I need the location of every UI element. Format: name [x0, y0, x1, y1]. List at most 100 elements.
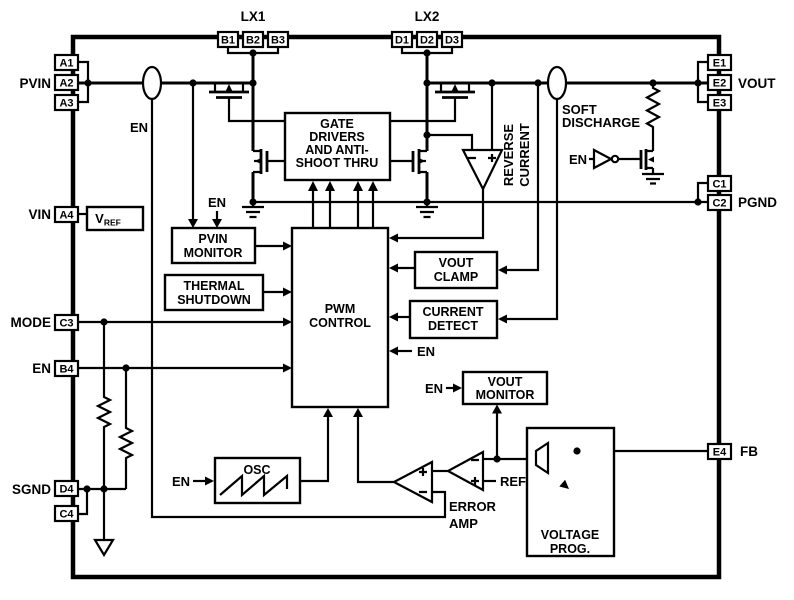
block-thermal-shutdown: THERMAL SHUTDOWN [163, 273, 265, 312]
block-pvin-monitor: PVIN MONITOR [170, 226, 257, 265]
pwm-control-line2: CONTROL [309, 316, 371, 330]
gate-drivers-line4: SHOOT THRU [296, 156, 379, 170]
reverse-current-comparator [461, 148, 504, 192]
ball-d4: D4 [53, 479, 80, 498]
ref-buffer-amp [445, 450, 485, 492]
ball-b4: B4 [53, 359, 80, 378]
ball-a2: A2 [53, 73, 80, 92]
en-label-top: EN [130, 120, 148, 135]
ball-a4: A4 [53, 205, 80, 224]
vref-label: VREF [95, 211, 121, 228]
pvin-monitor-line2: MONITOR [184, 246, 243, 260]
current-detect-line1: CURRENT [422, 305, 483, 319]
ball-d2: D2 [415, 30, 439, 49]
thermal-shutdown-line1: THERMAL [183, 279, 244, 293]
svg-text:A1: A1 [59, 58, 73, 70]
en-label-pwm: EN [417, 344, 435, 359]
en-label-osc: EN [172, 474, 190, 489]
block-vout-monitor: VOUT MONITOR [461, 370, 549, 406]
osc-sawtooth-waveform [219, 473, 289, 498]
pin-label-mode: MODE [11, 315, 52, 330]
reverse-current-label-line1: REVERSE [501, 124, 516, 186]
voltage-prog-line1: VOLTAGE [541, 528, 600, 542]
svg-text:E4: E4 [713, 447, 727, 459]
ball-c4: C4 [53, 504, 80, 523]
svg-text:B1: B1 [221, 35, 235, 47]
nmos-low-side-2 [390, 149, 427, 174]
block-gate-drivers: GATE DRIVERS AND ANTI- SHOOT THRU [283, 111, 392, 182]
block-osc: OSC [213, 456, 302, 505]
ball-c3: C3 [53, 313, 80, 332]
svg-text:D2: D2 [420, 35, 434, 47]
ref-label: REF [500, 474, 526, 489]
svg-text:C1: C1 [712, 179, 726, 191]
vout-monitor-line2: MONITOR [476, 388, 535, 402]
svg-text:C4: C4 [59, 509, 74, 521]
pin-labels: PVIN VIN MODE EN SGND LX1 LX2 VOUT PGND … [11, 9, 778, 497]
block-vout-clamp: VOUT CLAMP [413, 250, 499, 290]
osc-label: OSC [243, 463, 270, 477]
ball-pads: A1 A2 A3 A4 C3 B4 D4 C4 B1 B2 B3 D1 D2 D… [53, 30, 733, 523]
voltage-prog-mux [534, 440, 550, 476]
soft-discharge-ground [642, 172, 664, 185]
soft-discharge-mosfet [639, 149, 655, 174]
gate-drivers-line2: DRIVERS [309, 130, 365, 144]
soft-discharge-label-line1: SOFT [562, 102, 597, 117]
ball-d1: D1 [390, 30, 414, 49]
svg-text:A3: A3 [59, 98, 73, 110]
ball-b1: B1 [216, 30, 240, 49]
vout-monitor-line1: VOUT [488, 375, 523, 389]
error-amp-label-line2: AMP [449, 516, 478, 531]
pin-label-pvin: PVIN [19, 76, 51, 91]
error-amp-label-line1: ERROR [449, 499, 497, 514]
pvin-sense-oval [141, 65, 163, 101]
junction-dots [83, 49, 702, 493]
sgnd-open-ground [93, 538, 115, 558]
voltage-prog-line2: PROG. [550, 542, 590, 556]
gate-drivers-line1: GATE [320, 117, 354, 131]
arrowheads [188, 181, 569, 489]
pin-label-vout: VOUT [738, 76, 776, 91]
vout-clamp-line2: CLAMP [434, 270, 478, 284]
svg-text:C2: C2 [712, 198, 726, 210]
svg-text:B4: B4 [59, 364, 74, 376]
pwm-control-line1: PWM [325, 302, 356, 316]
ball-c1: C1 [706, 174, 733, 193]
error-amp [391, 460, 434, 504]
thermal-shutdown-line2: SHUTDOWN [177, 293, 251, 307]
pin-label-fb: FB [740, 444, 758, 459]
ball-d3: D3 [440, 30, 464, 49]
svg-text:D1: D1 [395, 35, 409, 47]
svg-text:B3: B3 [271, 35, 285, 47]
vout-sense-oval [546, 65, 568, 101]
pvin-monitor-line1: PVIN [198, 232, 227, 246]
en-label-soft-discharge: EN [569, 152, 587, 167]
ball-e2: E2 [706, 73, 733, 92]
pin-label-lx1: LX1 [241, 9, 266, 24]
ball-e1: E1 [706, 53, 733, 72]
pin-label-vin: VIN [28, 207, 51, 222]
svg-text:E3: E3 [713, 98, 726, 110]
pmos-high-side-1 [209, 83, 285, 123]
block-vref: VREF [85, 205, 145, 232]
svg-text:E1: E1 [713, 58, 726, 70]
ball-b3: B3 [266, 30, 290, 49]
nmos-low-side-1 [253, 149, 285, 174]
ball-e3: E3 [706, 93, 733, 112]
en-label-vout-monitor: EN [425, 381, 443, 396]
soft-discharge-label-line2: DISCHARGE [562, 115, 640, 130]
current-detect-line2: DETECT [428, 319, 478, 333]
ball-c2: C2 [706, 193, 733, 212]
svg-text:A4: A4 [59, 210, 74, 222]
reverse-current-label-line2: CURRENT [517, 123, 532, 187]
ball-a3: A3 [53, 93, 80, 112]
pin-label-sgnd: SGND [12, 482, 51, 497]
pin-label-en: EN [32, 361, 51, 376]
block-pwm-control: PWM CONTROL [290, 226, 390, 409]
ball-b2: B2 [241, 30, 265, 49]
svg-text:B2: B2 [246, 35, 260, 47]
svg-text:E2: E2 [713, 78, 726, 90]
ball-e4: E4 [706, 442, 733, 461]
soft-discharge-inverter [592, 148, 620, 170]
